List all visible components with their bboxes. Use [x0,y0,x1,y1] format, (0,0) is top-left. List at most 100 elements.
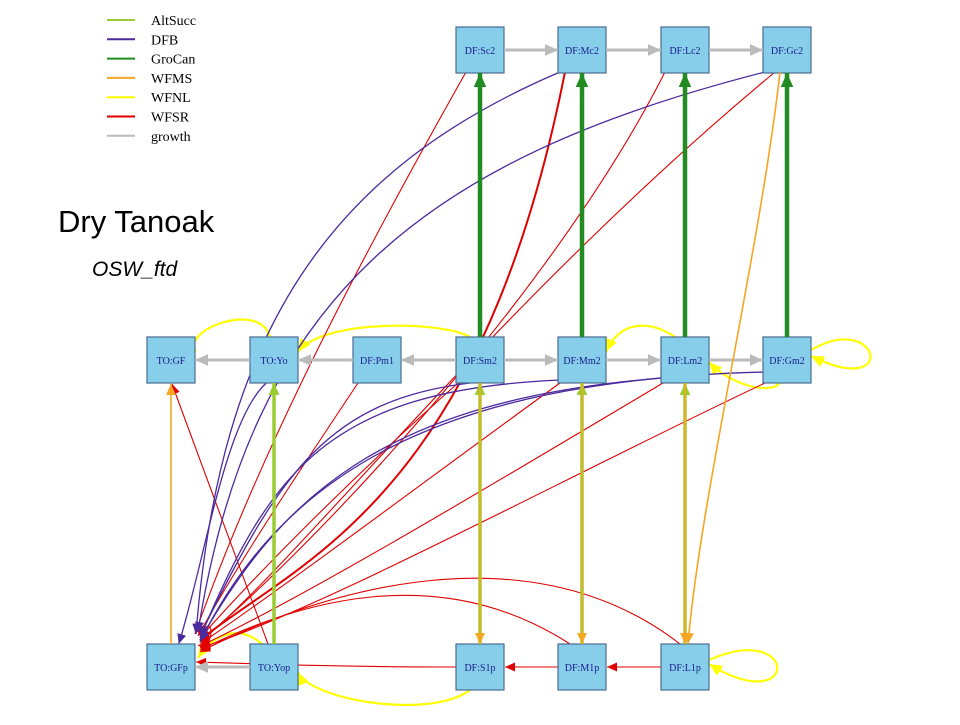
edge-growth-6 [401,354,456,366]
node-to-gf[interactable]: TO:GF [146,336,196,384]
edge-wfms-21 [680,383,690,644]
node-box [557,643,607,691]
edge-wfsr-48-arrowhead [200,643,211,652]
node-df-s1p[interactable]: DF:S1p [455,643,505,691]
edge-wfsr-48 [199,577,681,653]
edge-wfnl-28-arrowhead [811,356,826,368]
node-df-pm1[interactable]: DF:Pm1 [352,336,402,384]
legend-item-growth: growth [107,130,191,145]
legend-item-dfb: DFB [107,33,178,48]
edge-dfb-54-line [199,377,664,641]
edge-growth-1 [504,44,558,56]
edge-dfb-52-line [199,382,471,637]
edge-dfb-55 [199,371,766,643]
edges-front-layer [166,44,794,673]
node-df-sm2[interactable]: DF:Sm2 [455,336,505,384]
edge-growth-7 [504,354,558,366]
edge-grocan-14-arrowhead [780,73,794,87]
edge-wfsr-45 [199,382,664,647]
node-to-gfp[interactable]: TO:GFp [146,643,196,691]
edge-wfsr-39-line [199,71,566,641]
edge-grocan-11 [473,73,487,337]
edge-dfb-55-arrowhead [200,631,209,642]
edge-wfms-19 [475,383,485,644]
node-df-gm2[interactable]: DF:Gm2 [762,336,812,384]
edge-growth-7-arrowhead [545,354,558,366]
edge-dfb-51-line [197,71,766,633]
node-df-lm2[interactable]: DF:Lm2 [660,336,710,384]
edge-dfb-52 [199,382,471,637]
node-box [455,643,505,691]
edge-wfsr-46 [199,382,766,650]
edge-wfsr-43 [199,382,459,639]
legend-item-wfsr: WFSR [107,111,190,126]
edge-wfsr-42-line [197,382,359,637]
legend-label: WFNL [151,91,191,106]
node-df-m1p[interactable]: DF:M1p [557,643,607,691]
node-box [249,643,299,691]
edge-wfsr-44-line [199,382,561,645]
edge-wfsr-35-line [195,661,457,668]
edge-wfsr-43-line [199,382,459,639]
edge-growth-8-arrowhead [648,354,661,366]
node-df-mc2[interactable]: DF:Mc2 [557,26,607,74]
node-label: DF:Lm2 [668,356,702,367]
node-label: TO:GFp [154,663,188,674]
edge-wfsr-47-line [199,594,571,651]
node-df-mm2[interactable]: DF:Mm2 [557,336,607,384]
edge-grocan-14 [780,73,794,337]
node-to-yo[interactable]: TO:Yo [249,336,299,384]
node-df-lc2[interactable]: DF:Lc2 [660,26,710,74]
edge-wfnl-25-line [297,324,471,353]
edge-growth-6-arrowhead [401,354,414,366]
edge-wfsr-38-line [194,71,467,635]
edge-dfb-49-arrowhead [177,633,186,644]
edge-dfb-53 [199,379,561,639]
edge-wfnl-26 [604,324,676,353]
edge-wfnl-25 [297,324,471,353]
edge-growth-5 [298,354,353,366]
node-label: DF:Mc2 [565,46,599,57]
node-label: DF:Lc2 [669,46,700,57]
node-box [762,26,812,74]
edge-growth-4-arrowhead [195,354,208,366]
edge-wfsr-37 [607,662,661,672]
edge-wfsr-45-line [199,382,664,647]
node-to-yop[interactable]: TO:Yop [249,643,299,691]
edge-altsucc-15 [268,383,280,644]
node-df-sc2[interactable]: DF:Sc2 [455,26,505,74]
edge-growth-3 [709,44,763,56]
legend-label: AltSucc [151,14,196,29]
edge-wfsr-42 [197,382,359,637]
edge-grocan-12-arrowhead [575,73,589,87]
edge-growth-8 [606,354,661,366]
edge-wfsr-41-line [199,71,776,643]
edge-growth-4 [195,354,250,366]
edge-grocan-13 [678,73,692,337]
edge-grocan-12 [575,73,589,337]
edge-grocan-13-arrowhead [678,73,692,87]
node-df-l1p[interactable]: DF:L1p [660,643,710,691]
edge-wfms-22 [683,71,781,645]
node-label: DF:Sc2 [465,46,496,57]
edge-dfb-51 [195,71,766,633]
node-label: DF:Mm2 [563,356,600,367]
edge-wfnl-30-line [296,671,471,706]
node-label: DF:Gc2 [771,46,803,57]
node-box [660,26,710,74]
node-df-gc2[interactable]: DF:Gc2 [762,26,812,74]
node-label: TO:GF [157,356,186,367]
legend-item-altsucc: AltSucc [107,14,196,29]
node-label: DF:S1p [464,663,495,674]
edge-wfnl-27 [708,361,781,390]
edge-wfsr-46-line [199,382,766,649]
node-label: TO:Yo [260,356,287,367]
edge-wfnl-27-arrowhead [709,362,723,376]
legend-label: growth [151,130,191,145]
edge-wfnl-31 [708,649,779,683]
edge-growth-9-arrowhead [750,354,763,366]
edge-wfms-20-arrowhead [577,633,587,644]
